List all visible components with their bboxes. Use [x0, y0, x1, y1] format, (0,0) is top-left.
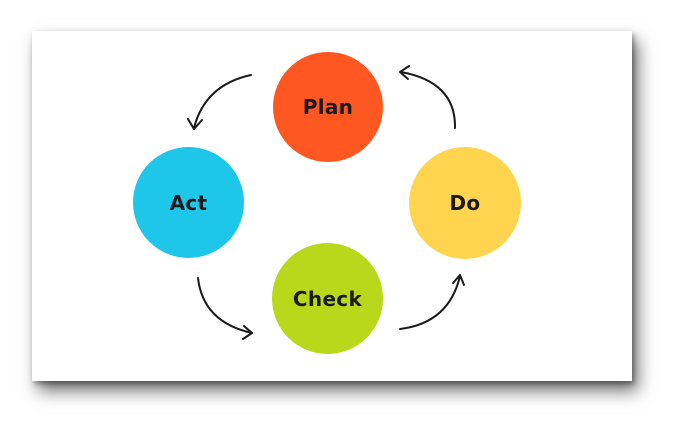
do-node: Do [409, 147, 521, 259]
plan-node: Plan [273, 52, 383, 162]
plan-label: Plan [302, 95, 354, 119]
check-label: Check [292, 286, 363, 311]
act-node: Act [133, 147, 244, 258]
check-node: Check [272, 243, 383, 354]
do-label: Do [449, 191, 481, 215]
act-label: Act [169, 190, 208, 215]
